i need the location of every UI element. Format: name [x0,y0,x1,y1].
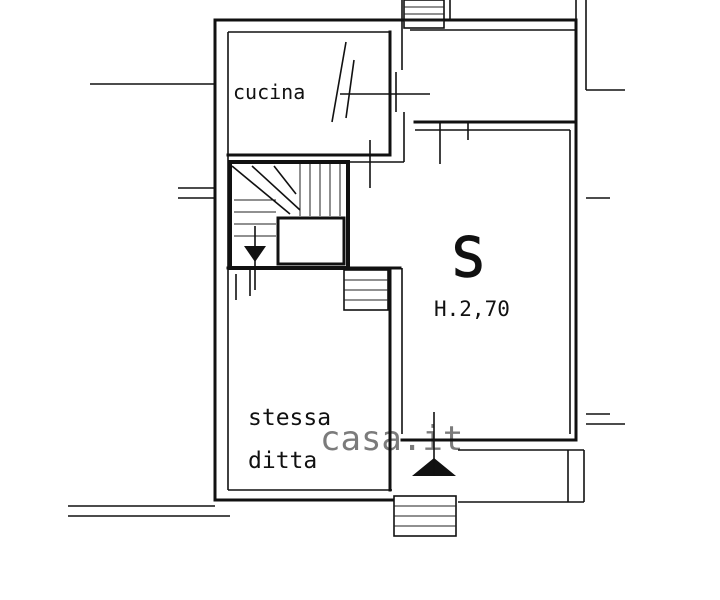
context-lines [68,0,625,517]
room-label-other-line2: ditta [248,448,317,474]
room-label-kitchen: cucina [233,80,305,104]
room-height-label: H.2,70 [434,297,510,321]
openings [235,41,469,476]
room-label-other-line1: stessa [248,405,331,431]
staircase [231,0,457,537]
room-label-living: S [452,226,485,289]
